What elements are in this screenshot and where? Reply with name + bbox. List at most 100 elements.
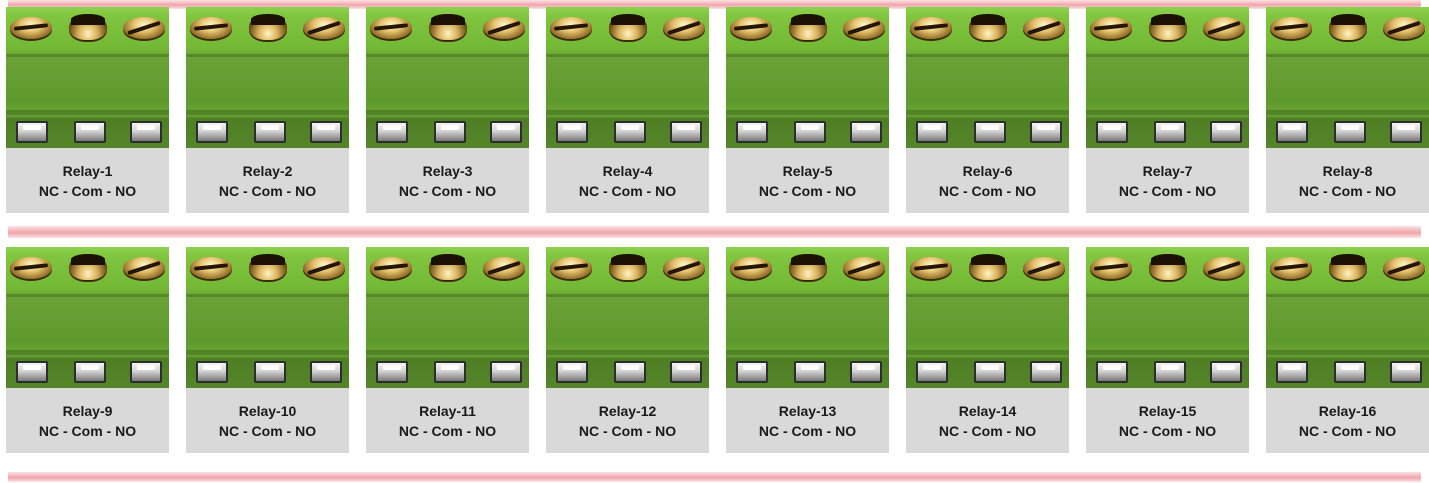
wire-clamp-icon [254,121,286,143]
relay-name: Relay-6 [962,162,1013,179]
terminal-ridge [906,110,1069,115]
screw-icon [969,14,1007,40]
screw-icon [1023,257,1065,279]
wire-clamp-icon [130,121,162,143]
terminal-block [6,247,169,388]
screw-icon [730,257,772,279]
terminal-ridge [1086,54,1249,57]
relay-label: Relay-14 NC - Com - NO [906,388,1069,453]
wire-clamp-icon [130,361,162,383]
relay-pins: NC - Com - NO [1118,182,1217,199]
relay-name: Relay-8 [1322,162,1373,179]
wire-clamp-icon [916,361,948,383]
wire-clamp-icon [614,361,646,383]
screw-icon [1023,17,1065,39]
terminal-block [906,7,1069,148]
screw-icon [609,254,647,280]
wire-clamp-icon [196,121,228,143]
relay-pins: NC - Com - NO [1298,182,1397,199]
wire-clamp-icon [794,361,826,383]
terminal-ridge [726,294,889,297]
wire-clamp-icon [490,361,522,383]
wire-clamp-icon [794,121,826,143]
terminal-ridge [6,350,169,355]
screw-icon [123,257,165,279]
terminal-ridge [1086,350,1249,355]
screw-icon [1090,257,1132,279]
screw-icon [1149,14,1187,40]
relay-name: Relay-3 [422,162,473,179]
screw-icon [483,17,525,39]
screw-icon [249,254,287,280]
terminal-ridge [906,294,1069,297]
relay-pins: NC - Com - NO [398,422,497,439]
screw-icon [1329,14,1367,40]
wire-clamp-icon [974,361,1006,383]
wire-clamp-icon [1154,361,1186,383]
screw-icon [483,257,525,279]
screw-icon [429,14,467,40]
wire-clamp-icon [1030,121,1062,143]
terminal-ridge [366,350,529,355]
wire-clamp-icon [1096,361,1128,383]
terminal-block [546,7,709,148]
terminal-ridge [546,294,709,297]
relay-terminal: Relay-14 NC - Com - NO [906,247,1069,453]
screw-icon [1090,17,1132,39]
terminal-block [1266,7,1429,148]
relay-name: Relay-9 [62,402,113,419]
screw-icon [370,17,412,39]
wire-clamp-icon [1276,121,1308,143]
relay-name: Relay-13 [778,402,837,419]
wire-clamp-icon [1334,121,1366,143]
wire-clamp-icon [16,361,48,383]
separator-band-middle [8,226,1421,238]
terminal-ridge [6,294,169,297]
terminal-block [186,7,349,148]
terminal-ridge [906,54,1069,57]
terminal-ridge [366,54,529,57]
relay-name: Relay-12 [598,402,657,419]
relay-name: Relay-14 [958,402,1017,419]
screw-icon [249,14,287,40]
terminal-ridge [546,54,709,57]
screw-icon [1203,257,1245,279]
separator-band-bottom [8,472,1421,482]
terminal-ridge [186,294,349,297]
screw-icon [910,17,952,39]
screw-icon [1270,257,1312,279]
terminal-block [366,7,529,148]
terminal-ridge [726,54,889,57]
terminal-ridge [6,54,169,57]
terminal-block [366,247,529,388]
screw-icon [69,14,107,40]
wire-clamp-icon [1030,361,1062,383]
screw-icon [1383,17,1425,39]
wire-clamp-icon [1334,361,1366,383]
terminal-ridge [366,110,529,115]
terminal-ridge [546,350,709,355]
screw-icon [1203,17,1245,39]
wire-clamp-icon [974,121,1006,143]
screw-icon [910,257,952,279]
relay-pins: NC - Com - NO [938,422,1037,439]
wire-clamp-icon [670,121,702,143]
